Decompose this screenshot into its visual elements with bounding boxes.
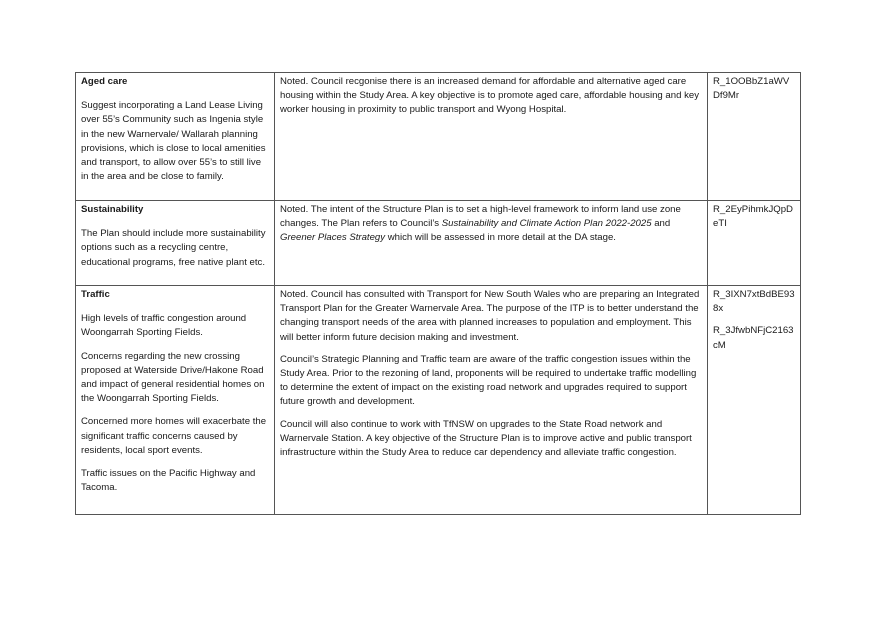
reference-cell: R_2EyPihmkJQpDeTI [707, 200, 801, 286]
response-text-middle: and [651, 218, 671, 230]
response-text: Council’s Strategic Planning and Traffic… [280, 353, 697, 408]
reference-id: R_2EyPihmkJQpDeTI [713, 204, 793, 230]
response-text-after: which will be assessed in more detail at… [385, 232, 616, 244]
submissions-table: Aged care Suggest incorporating a Land L… [75, 72, 801, 515]
response-text: Noted. Council has consulted with Transp… [280, 289, 700, 343]
topic-heading: Sustainability [81, 204, 144, 215]
reference-id: R_1OOBbZ1aWVDf9Mr [713, 76, 790, 102]
submission-text: The Plan should include more sustainabil… [81, 228, 266, 268]
table-row-traffic: Traffic High levels of traffic congestio… [75, 285, 801, 515]
issue-cell: Sustainability The Plan should include m… [75, 200, 275, 286]
submission-text: High levels of traffic congestion around… [81, 313, 247, 339]
topic-heading: Aged care [81, 76, 128, 87]
response-cell: Noted. Council has consulted with Transp… [274, 285, 708, 515]
submission-text: Suggest incorporating a Land Lease Livin… [81, 100, 266, 183]
issue-cell: Traffic High levels of traffic congestio… [75, 285, 275, 515]
submission-text: Concerns regarding the new crossing prop… [81, 350, 265, 405]
table-row-sustainability: Sustainability The Plan should include m… [75, 200, 801, 286]
response-text: Noted. Council recgonise there is an inc… [280, 76, 700, 116]
reference-id: R_3JfwbNFjC2163cM [713, 325, 794, 351]
submission-text: Traffic issues on the Pacific Highway an… [81, 468, 256, 494]
topic-heading: Traffic [81, 289, 110, 300]
response-cell: Noted. Council recgonise there is an inc… [274, 72, 708, 201]
response-text: Council will also continue to work with … [280, 418, 692, 459]
submission-text: Concerned more homes will exacerbate the… [81, 416, 267, 456]
reference-cell: R_1OOBbZ1aWVDf9Mr [707, 72, 801, 201]
issue-cell: Aged care Suggest incorporating a Land L… [75, 72, 275, 201]
plan-title-sustainability: Sustainability and Climate Action Plan 2… [441, 218, 652, 230]
response-cell: Noted. The intent of the Structure Plan … [274, 200, 708, 286]
table-row-aged-care: Aged care Suggest incorporating a Land L… [75, 72, 801, 201]
response-text-before: Noted. The intent of the Structure Plan … [280, 204, 681, 230]
reference-cell: R_3IXN7xtBdBE938x R_3JfwbNFjC2163cM [707, 285, 801, 515]
reference-id: R_3IXN7xtBdBE938x [713, 289, 795, 315]
plan-title-greener-places: Greener Places Strategy [280, 232, 386, 244]
response-text: Noted. The intent of the Structure Plan … [280, 203, 703, 246]
